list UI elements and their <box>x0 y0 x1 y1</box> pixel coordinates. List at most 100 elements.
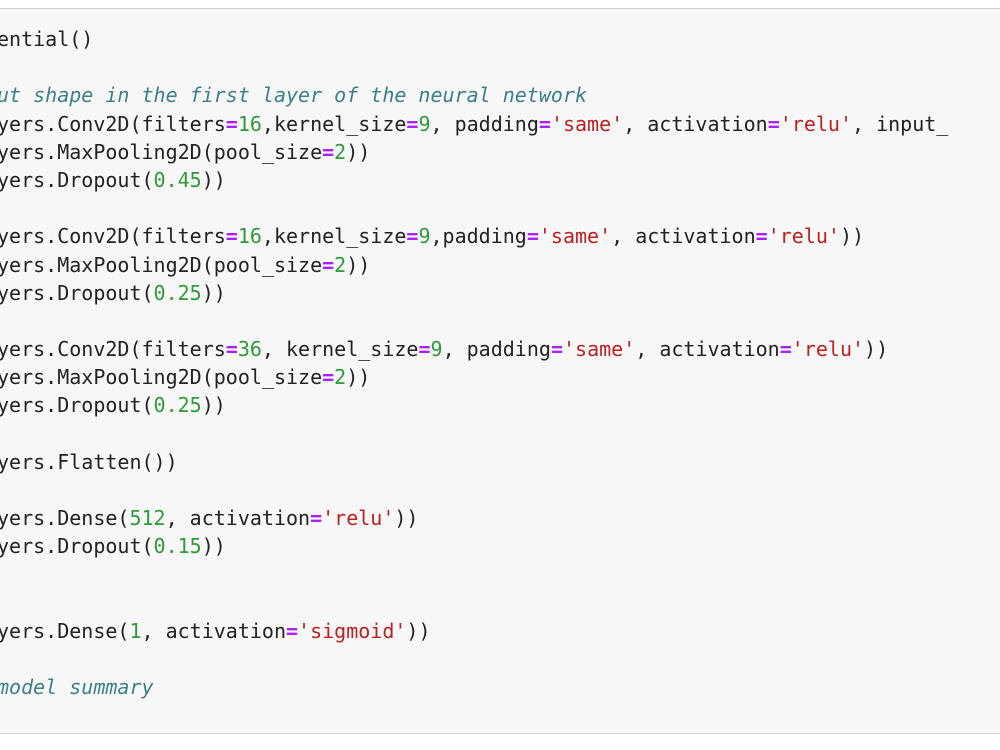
code-token-op: = <box>310 506 323 531</box>
code-token-str: 'same' <box>538 224 612 249</box>
code-token-num: 2 <box>334 139 347 164</box>
code-token-plain: , input_ <box>851 111 949 136</box>
code-token-plain: yers.Conv2D(filters <box>0 111 226 136</box>
code-line: yers.Dense(1, activation='sigmoid')) <box>0 617 948 645</box>
code-token-plain: , activation <box>611 224 756 249</box>
code-token-plain: , padding <box>430 111 539 136</box>
code-line: yers.Dropout(0.25)) <box>0 279 948 307</box>
code-line: ​ <box>0 476 948 504</box>
code-token-num: 0.15 <box>153 534 202 559</box>
code-token-plain: yers.Flatten()) <box>0 449 178 474</box>
code-token-plain: )) <box>346 365 371 390</box>
code-token-num: 512 <box>129 506 166 531</box>
code-token-num: 0.25 <box>153 393 202 418</box>
code-token-comment: model summary <box>0 675 154 700</box>
code-token-plain: , activation <box>165 506 311 531</box>
code-token-op: = <box>322 139 335 164</box>
code-line: yers.Conv2D(filters=36, kernel_size=9, p… <box>0 335 948 363</box>
code-token-plain: yers.Dropout( <box>0 534 154 559</box>
code-token-plain: )) <box>394 506 419 531</box>
code-line: yers.Dropout(0.15)) <box>0 532 948 560</box>
code-token-plain: yers.Dense( <box>0 618 130 643</box>
code-line: model summary <box>0 673 948 701</box>
code-token-op: = <box>767 111 780 136</box>
code-token-comment: ut shape in the first layer of the neura… <box>0 83 588 108</box>
code-token-plain: )) <box>201 534 226 559</box>
code-line: yers.Dropout(0.45)) <box>0 166 948 194</box>
code-token-op: = <box>755 224 768 249</box>
code-token-plain: )) <box>406 618 431 643</box>
code-token-plain: , padding <box>442 337 551 362</box>
code-token-op: = <box>779 337 792 362</box>
code-token-num: 2 <box>334 252 347 277</box>
code-token-num: 16 <box>237 224 262 249</box>
code-token-plain: )) <box>201 393 226 418</box>
code-token-plain: yers.Dropout( <box>0 280 154 305</box>
code-editor[interactable]: ential()​ut shape in the first layer of … <box>0 25 948 702</box>
code-line: ​ <box>0 194 948 222</box>
code-token-plain: , activation <box>623 111 768 136</box>
code-line: yers.Dense(512, activation='relu')) <box>0 504 948 532</box>
code-token-plain: yers.Conv2D(filters <box>0 224 226 249</box>
code-line: ​ <box>0 420 948 448</box>
code-line: yers.MaxPooling2D(pool_size=2)) <box>0 363 948 391</box>
code-token-str: 'same' <box>562 337 636 362</box>
code-token-plain: yers.MaxPooling2D(pool_size <box>0 252 323 277</box>
code-line: ential() <box>0 25 948 53</box>
code-token-str: 'same' <box>550 111 624 136</box>
code-line: yers.Flatten()) <box>0 448 948 476</box>
code-token-num: 9 <box>418 224 431 249</box>
code-token-op: = <box>418 337 431 362</box>
code-line: yers.Conv2D(filters=16,kernel_size=9,pad… <box>0 222 948 250</box>
code-token-plain: )) <box>201 280 226 305</box>
code-token-op: = <box>406 224 419 249</box>
code-token-op: = <box>286 618 299 643</box>
code-token-op: = <box>322 252 335 277</box>
code-cell[interactable]: ential()​ut shape in the first layer of … <box>0 8 1000 734</box>
code-token-str: 'relu' <box>767 224 840 249</box>
code-line: ​ <box>0 589 948 617</box>
code-token-plain: ,padding <box>430 224 527 249</box>
code-token-plain: yers.Dropout( <box>0 393 154 418</box>
code-token-plain: yers.Conv2D(filters <box>0 337 226 362</box>
code-token-op: = <box>538 111 551 136</box>
code-line: ​ <box>0 645 948 673</box>
code-token-op: = <box>322 365 335 390</box>
code-token-num: 16 <box>237 111 262 136</box>
code-token-str: 'relu' <box>779 111 852 136</box>
code-token-num: 9 <box>430 337 443 362</box>
code-token-plain: ,kernel_size <box>261 224 407 249</box>
code-token-op: = <box>550 337 563 362</box>
code-line: ​ <box>0 53 948 81</box>
code-line: ut shape in the first layer of the neura… <box>0 81 948 109</box>
code-token-plain: ,kernel_size <box>261 111 407 136</box>
code-token-plain: yers.MaxPooling2D(pool_size <box>0 139 323 164</box>
code-token-plain: )) <box>201 167 226 192</box>
code-token-op: = <box>225 111 238 136</box>
code-token-op: = <box>526 224 539 249</box>
code-token-op: = <box>225 224 238 249</box>
code-token-plain: , activation <box>141 618 287 643</box>
code-line: ​ <box>0 307 948 335</box>
code-token-plain: )) <box>839 224 865 249</box>
code-line: ​ <box>0 561 948 589</box>
code-line: yers.MaxPooling2D(pool_size=2)) <box>0 138 948 166</box>
code-token-plain: ential() <box>0 27 94 51</box>
code-token-str: 'sigmoid' <box>298 618 407 643</box>
code-token-plain: yers.Dense( <box>0 506 130 531</box>
code-line: yers.Dropout(0.25)) <box>0 391 948 419</box>
code-token-num: 0.45 <box>153 167 202 192</box>
code-token-num: 36 <box>237 337 262 362</box>
code-token-str: 'relu' <box>322 506 395 531</box>
code-line: yers.MaxPooling2D(pool_size=2)) <box>0 251 948 279</box>
code-token-num: 9 <box>418 111 431 136</box>
code-line: yers.Conv2D(filters=16,kernel_size=9, pa… <box>0 110 948 138</box>
code-token-op: = <box>406 111 419 136</box>
code-token-num: 2 <box>334 365 347 390</box>
code-token-plain: )) <box>346 139 371 164</box>
code-token-plain: , activation <box>635 337 780 362</box>
code-token-plain: , kernel_size <box>261 337 419 362</box>
code-token-op: = <box>225 337 238 362</box>
code-token-plain: yers.MaxPooling2D(pool_size <box>0 365 323 390</box>
code-token-plain: )) <box>864 337 889 362</box>
